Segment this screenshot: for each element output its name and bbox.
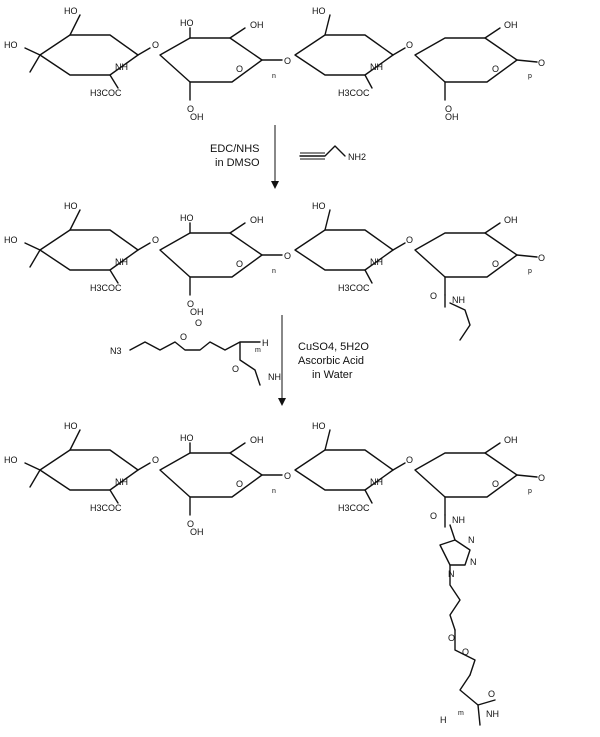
amide-label: NH	[268, 372, 281, 382]
amine-label: NH2	[348, 152, 366, 162]
hydroxyl-label: OH	[190, 307, 204, 317]
repeat-index-p: p	[528, 488, 532, 495]
hydroxyl-label: HO	[180, 433, 194, 443]
step2-reductant: Ascorbic Acid	[298, 355, 364, 367]
repeat-index-n: n	[272, 268, 276, 275]
repeat-index-n: n	[272, 73, 276, 80]
acetyl-label: H3COC	[338, 283, 370, 293]
repeat-index-n: n	[272, 488, 276, 495]
step2-solvent: in Water	[312, 369, 353, 381]
chain-end-h-label: H	[440, 715, 447, 725]
hydroxyl-label: HO	[312, 6, 326, 16]
carbonyl-oxygen-label: O	[488, 689, 495, 699]
terminal-oxygen-label: O	[538, 253, 545, 263]
carboxyl-oxygen-label: O	[187, 519, 194, 529]
propargylamine: NH2	[299, 145, 366, 162]
glycosidic-oxygen-label: O	[406, 455, 413, 465]
glycosidic-oxygen-label: O	[284, 251, 291, 261]
hydroxyl-label: HO	[180, 18, 194, 28]
triazole-n-label: N	[468, 535, 475, 545]
acetyl-label: H3COC	[90, 283, 122, 293]
hydroxyl-label: HO	[4, 235, 18, 245]
amide-label: NH	[370, 477, 383, 487]
step1-solvent: in DMSO	[215, 157, 260, 169]
hydroxyl-label: OH	[504, 20, 518, 30]
acetyl-label: H3COC	[90, 503, 122, 513]
ring-oxygen-label: O	[492, 64, 499, 74]
ring-oxygen-label: O	[236, 259, 243, 269]
hydroxyl-label: HO	[64, 421, 78, 431]
amide-label: NH	[370, 62, 383, 72]
ester-oxygen-label: O	[448, 633, 455, 643]
carbonyl-oxygen-label: O	[195, 318, 202, 328]
ester-oxygen-label: O	[180, 332, 187, 342]
terminal-oxygen-label: O	[538, 473, 545, 483]
repeat-index-m: m	[255, 347, 261, 354]
carbonyl-oxygen-label: O	[232, 364, 239, 374]
glycosidic-oxygen-label: O	[152, 40, 159, 50]
glycosidic-oxygen-label: O	[406, 235, 413, 245]
step2-catalyst: CuSO4, 5H2O	[298, 341, 369, 353]
glycosidic-oxygen-label: O	[152, 455, 159, 465]
hydroxyl-label: HO	[64, 201, 78, 211]
hydroxyl-label: OH	[504, 215, 518, 225]
ring-oxygen-label: O	[236, 479, 243, 489]
amide-label: NH	[115, 477, 128, 487]
ring-oxygen-label: O	[492, 259, 499, 269]
amide-oxygen-label: O	[430, 291, 437, 301]
amide-label: NH	[452, 295, 465, 305]
glycosidic-oxygen-label: O	[284, 56, 291, 66]
azide-pnipam-reagent: N3 O O H m O NH	[110, 318, 281, 386]
grafted-product-backbone: HO HO O NH H3COC HO OH O O OH n O HO NH …	[4, 421, 545, 726]
hydroxyl-label: HO	[180, 213, 194, 223]
ring-oxygen-label: O	[492, 479, 499, 489]
repeat-index-p: p	[528, 268, 532, 275]
amide-label: NH	[370, 257, 383, 267]
hydroxyl-label: HO	[312, 201, 326, 211]
hydroxyl-label: HO	[64, 6, 78, 16]
hydroxyl-label: OH	[250, 215, 264, 225]
glycosidic-oxygen-label: O	[406, 40, 413, 50]
repeat-index-p: p	[528, 73, 532, 80]
hydroxyl-label: HO	[4, 40, 18, 50]
hyaluronic-acid-backbone-start: HO HO O NH H3COC HO OH O O OH n O HO NH …	[4, 6, 545, 122]
repeat-index-m: m	[458, 710, 464, 717]
amide-label: NH	[486, 709, 499, 719]
azide-label: N3	[110, 346, 122, 356]
carboxyl-oxygen-label: O	[445, 104, 452, 114]
chain-end-h-label: H	[262, 338, 269, 348]
glycosidic-oxygen-label: O	[152, 235, 159, 245]
hydroxyl-label: OH	[190, 112, 204, 122]
acetyl-label: H3COC	[338, 88, 370, 98]
hydroxyl-label: OH	[190, 527, 204, 537]
terminal-oxygen-label: O	[538, 58, 545, 68]
amide-label: NH	[115, 62, 128, 72]
carboxyl-oxygen-label: O	[187, 299, 194, 309]
amide-label: NH	[452, 515, 465, 525]
carboxyl-oxygen-label: O	[187, 104, 194, 114]
hydroxyl-label: OH	[250, 435, 264, 445]
hydroxyl-label: OH	[504, 435, 518, 445]
ring-oxygen-label: O	[236, 64, 243, 74]
hydroxyl-label: OH	[250, 20, 264, 30]
hydroxyl-label: OH	[445, 112, 459, 122]
amide-oxygen-label: O	[430, 511, 437, 521]
glycosidic-oxygen-label: O	[284, 471, 291, 481]
acetyl-label: H3COC	[90, 88, 122, 98]
acetyl-label: H3COC	[338, 503, 370, 513]
alkyne-modified-backbone: HO HO O NH H3COC HO OH O O OH n O HO NH …	[4, 201, 545, 341]
triazole-n-label: N	[448, 569, 455, 579]
carbonyl-oxygen-label: O	[462, 647, 469, 657]
step1-reagent: EDC/NHS	[210, 143, 260, 155]
triazole-n-label: N	[470, 557, 477, 567]
amide-label: NH	[115, 257, 128, 267]
hydroxyl-label: HO	[4, 455, 18, 465]
hydroxyl-label: HO	[312, 421, 326, 431]
